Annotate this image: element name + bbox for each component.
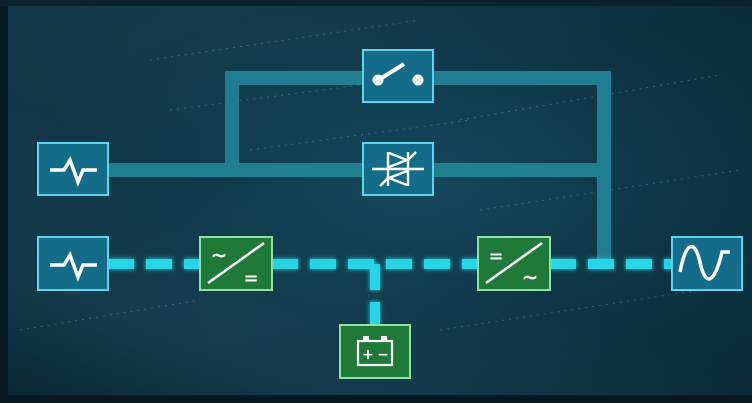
- battery-block[interactable]: + −: [339, 324, 411, 379]
- rectifier-block[interactable]: ~ =: [199, 236, 273, 291]
- rectifier-ac-glyph: ~: [211, 243, 228, 267]
- maintenance-bypass-switch-block[interactable]: [362, 49, 434, 103]
- inverter-dc-glyph: =: [488, 246, 503, 267]
- static-bypass-switch-block[interactable]: [362, 142, 434, 196]
- rectifier-dc-glyph: =: [243, 268, 258, 289]
- thyristor-icon: [372, 151, 424, 187]
- bypass-path: [101, 71, 611, 269]
- bypass-input-block[interactable]: [37, 142, 109, 196]
- ac-input-waveform-icon: [50, 155, 97, 187]
- switch-icon: [372, 62, 424, 86]
- battery-plus-glyph: +: [362, 347, 374, 363]
- battery-minus-glyph: −: [377, 347, 389, 363]
- background-streaks: [19, 19, 741, 331]
- output-block[interactable]: [671, 236, 743, 291]
- frame-edge-top: [0, 0, 752, 6]
- inverter-block[interactable]: = ~: [477, 236, 551, 291]
- inverter-ac-glyph: ~: [522, 265, 539, 289]
- main-input-block[interactable]: [37, 236, 109, 291]
- active-path: [108, 259, 672, 325]
- sine-wave-output-icon: [678, 244, 730, 281]
- frame-edge-left: [0, 0, 8, 403]
- frame-edge-bottom: [0, 395, 752, 403]
- ac-input-waveform-icon: [50, 250, 97, 282]
- battery-icon: + −: [356, 336, 394, 367]
